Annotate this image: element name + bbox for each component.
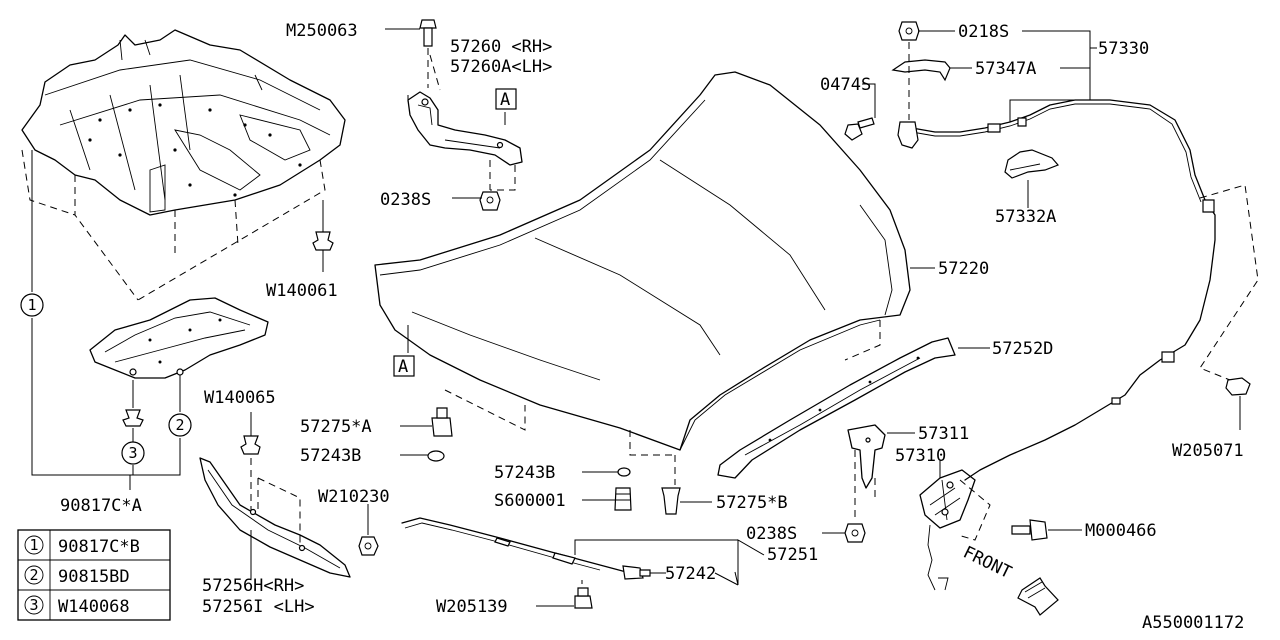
label-w205071: W205071 — [1172, 441, 1244, 461]
bumper-57275b — [661, 487, 681, 515]
legend-code-1: 90817C*B — [58, 537, 140, 557]
callout-2: 2 — [168, 413, 192, 437]
legend-num-1: 1 — [29, 536, 38, 554]
ref-box-a-hood: A — [393, 355, 415, 377]
opening-cable — [911, 99, 1216, 481]
stay-grommet-s600001 — [614, 487, 632, 511]
label-57256h-rh: 57256H<RH> — [202, 576, 304, 596]
label-w140065: W140065 — [204, 388, 276, 408]
front-arrow-icon — [1017, 577, 1059, 616]
cable-bracket-57347a — [891, 59, 951, 82]
plug-57243b-mid — [617, 467, 631, 477]
nut-0238s-bottom — [844, 523, 866, 543]
legend-num-2: 2 — [29, 566, 38, 584]
callout-1-num: 1 — [27, 296, 36, 314]
clip-icon — [240, 435, 261, 455]
bolt-icon — [419, 19, 437, 47]
bolt-0474s — [844, 117, 875, 141]
label-90817c-a: 90817C*A — [60, 496, 142, 516]
label-57220: 57220 — [938, 259, 989, 279]
label-w210230: W210230 — [318, 487, 390, 507]
legend-num-3: 3 — [29, 596, 38, 614]
plug-57243b-left — [427, 450, 445, 462]
label-57347a: 57347A — [975, 59, 1036, 79]
side-seal — [199, 457, 351, 578]
label-57242: 57242 — [665, 564, 716, 584]
ref-box-a-top: A — [495, 88, 517, 110]
label-57311: 57311 — [918, 424, 969, 444]
label-0218s: 0218S — [958, 22, 1009, 42]
nut-0218s — [898, 21, 920, 41]
hood-hinge — [407, 91, 523, 166]
clip-icon — [312, 231, 334, 251]
handle-57332a — [1004, 149, 1060, 179]
hood-seal — [717, 337, 956, 479]
label-57252d: 57252D — [992, 339, 1053, 359]
nut-icon — [479, 191, 501, 211]
lever-bracket — [897, 121, 919, 149]
label-57251: 57251 — [767, 545, 818, 565]
label-57275-b: 57275*B — [716, 493, 788, 513]
clip-w205139 — [574, 587, 593, 609]
label-57260a-lh: 57260A<LH> — [450, 57, 552, 77]
front-label: FRONT — [960, 543, 1015, 583]
callout-3: 3 — [121, 441, 145, 465]
bolt-m000466 — [1011, 519, 1048, 541]
label-w140061: W140061 — [266, 281, 338, 301]
label-s600001: S600001 — [494, 491, 566, 511]
under-cover-rear — [89, 297, 269, 379]
label-57332a: 57332A — [995, 207, 1056, 227]
legend-row-2: 2 90815BD — [24, 565, 130, 587]
ref-a-top-label: A — [500, 90, 510, 110]
label-0238s-top: 0238S — [380, 190, 431, 210]
striker-57311 — [847, 424, 886, 489]
hood-panel — [374, 71, 911, 451]
clip-57242 — [622, 565, 651, 580]
callout-3-num: 3 — [128, 444, 137, 462]
label-0238s-bottom: 0238S — [746, 524, 797, 544]
label-0474s: 0474S — [820, 75, 871, 95]
label-57260-rh: 57260 <RH> — [450, 37, 552, 57]
hood-latch — [919, 469, 976, 591]
callout-1: 1 — [20, 293, 44, 317]
label-57243b-mid: 57243B — [494, 463, 555, 483]
ref-a-hood-label: A — [398, 357, 408, 377]
legend-table: 1 90817C*B 2 90815BD 3 W140068 — [17, 529, 171, 621]
under-cover-front — [21, 29, 346, 216]
legend-code-3: W140068 — [58, 597, 130, 617]
callout-2-num: 2 — [175, 416, 184, 434]
label-w205139: W205139 — [436, 597, 508, 617]
bumper-57275a — [431, 407, 453, 437]
clip-icon — [122, 409, 144, 427]
label-m250063: M250063 — [286, 21, 358, 41]
label-57275-a: 57275*A — [300, 417, 372, 437]
label-57243b-left: 57243B — [300, 446, 361, 466]
label-57256i-lh: 57256I <LH> — [202, 597, 315, 617]
grommet-w210230 — [358, 536, 379, 556]
release-cable-front — [401, 517, 631, 574]
diagram-id: A550001172 — [1142, 613, 1244, 633]
label-57330: 57330 — [1098, 39, 1149, 59]
label-m000466: M000466 — [1085, 521, 1157, 541]
clip-w205071 — [1225, 377, 1251, 396]
legend-code-2: 90815BD — [58, 567, 130, 587]
legend-row-3: 3 W140068 — [24, 595, 130, 617]
label-57310: 57310 — [895, 446, 946, 466]
legend-row-1: 1 90817C*B — [24, 535, 140, 557]
